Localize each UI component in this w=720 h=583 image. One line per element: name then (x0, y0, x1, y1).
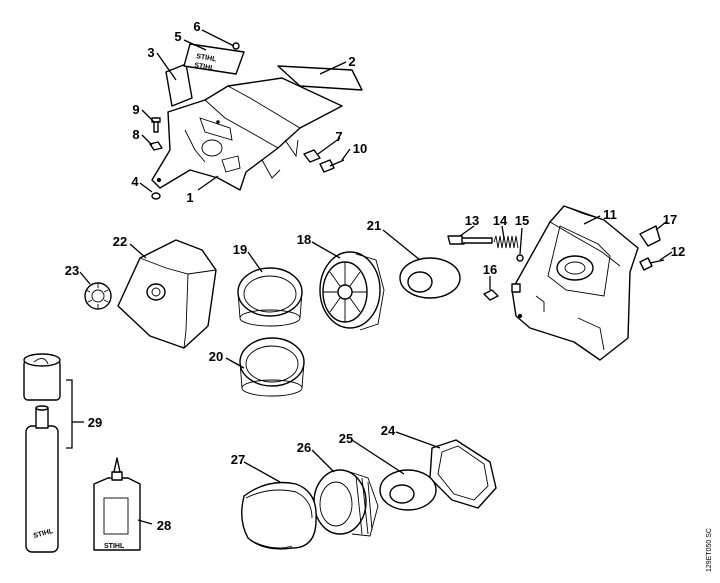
bracket-line-29 (66, 379, 73, 449)
callout-3: 3 (147, 45, 154, 60)
filter-band-part-19 (237, 267, 303, 327)
callout-6: 6 (193, 19, 200, 34)
callout-13: 13 (465, 213, 479, 228)
spray-can-cap-part (23, 353, 61, 401)
callout-7: 7 (335, 129, 342, 144)
callout-25: 25 (339, 431, 353, 446)
callout-16: 16 (483, 262, 497, 277)
callout-1: 1 (186, 190, 193, 205)
callout-2: 2 (348, 54, 355, 69)
drawing-code: 129ET050 SC (706, 528, 713, 572)
spring-part-14 (493, 235, 519, 249)
screw-part-12 (639, 257, 665, 271)
callout-4: 4 (131, 174, 139, 189)
gasket-part-24 (429, 439, 497, 509)
knob-part-23 (84, 282, 112, 310)
callout-8: 8 (132, 127, 139, 142)
seal-part-25 (379, 469, 437, 511)
callout-22: 22 (113, 234, 127, 249)
callout-12: 12 (671, 244, 685, 259)
screw-part-10 (319, 159, 345, 173)
callout-15: 15 (515, 213, 529, 228)
filter-band-part-27 (241, 481, 317, 550)
callout-19: 19 (233, 242, 247, 257)
plate-brand-text: STIHL (196, 53, 218, 64)
oil-bottle-brand-text: STIHL (104, 543, 125, 550)
sleeve-part-4 (151, 192, 161, 200)
callout-20: 20 (209, 349, 223, 364)
air-filter-part-18 (319, 251, 385, 331)
callout-10: 10 (353, 141, 367, 156)
oil-bottle-part-28: STIHL (93, 457, 141, 551)
stihl-logo-plate: STIHL STIHL (183, 43, 245, 75)
callout-9: 9 (132, 102, 139, 117)
callout-11: 11 (603, 207, 617, 222)
washer-part-15 (516, 254, 524, 262)
callout-24: 24 (381, 423, 396, 438)
callout-18: 18 (297, 232, 311, 247)
filter-band-part-20 (239, 337, 305, 397)
callout-26: 26 (297, 440, 311, 455)
screw-part-9 (151, 117, 161, 133)
callout-28: 28 (157, 518, 171, 533)
nut-part-7 (303, 149, 321, 163)
nut-part-16 (483, 289, 499, 301)
callout-21: 21 (367, 218, 381, 233)
carburetor-box-part (511, 205, 639, 361)
callout-29: 29 (88, 415, 102, 430)
filter-sleeve-part-21 (399, 257, 461, 299)
nut-part-8 (149, 141, 163, 151)
shroud-cover-part (151, 77, 343, 191)
plate-brand-text-2: STIHL (194, 62, 216, 73)
callout-5: 5 (174, 29, 181, 44)
callout-17: 17 (663, 212, 677, 227)
callout-27: 27 (231, 452, 245, 467)
bracket-part-17 (639, 225, 661, 247)
air-filter-part-26 (313, 469, 379, 537)
spray-can-part: STIHL (25, 405, 59, 553)
decal-part (277, 65, 363, 91)
callout-14: 14 (493, 213, 508, 228)
callout-numbers: 1 2 3 4 5 6 7 8 9 10 11 12 13 14 15 16 1… (65, 19, 685, 533)
leader-lines (79, 29, 673, 525)
callout-23: 23 (65, 263, 79, 278)
filter-cover-part-22 (117, 239, 217, 349)
bolt-part-13 (447, 235, 493, 245)
